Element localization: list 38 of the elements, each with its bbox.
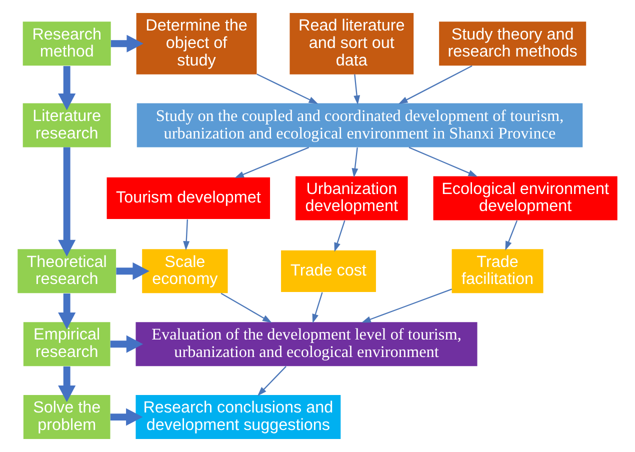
- arrow: [312, 292, 323, 324]
- arrow: [110, 335, 144, 353]
- arrow: [334, 220, 346, 252]
- node-box: Study on the coupled and coordinated development of tourism, urbanization and ecological environment in Shanxi Province: [136, 103, 583, 148]
- arrow: [398, 65, 472, 104]
- arrow: [362, 288, 452, 323]
- arrow: [116, 262, 150, 280]
- arrow: [58, 366, 76, 402]
- arrow: [58, 147, 76, 257]
- node-box: Urbanization development: [296, 176, 408, 220]
- node-box: Literature research: [22, 103, 111, 148]
- arrow: [220, 292, 272, 323]
- arrow: [352, 148, 358, 178]
- arrow: [110, 408, 143, 426]
- node-box: Ecological environment development: [433, 176, 618, 220]
- arrow: [257, 366, 286, 396]
- arrow: [110, 34, 144, 52]
- arrow: [234, 146, 310, 178]
- node-box: Trade facilitation: [452, 249, 544, 294]
- node-box: Solve the problem: [23, 395, 110, 440]
- arrow: [408, 146, 478, 177]
- arrow: [354, 74, 360, 105]
- node-box: Tourism developmet: [106, 177, 270, 220]
- arrow: [256, 74, 318, 104]
- arrow: [58, 294, 76, 330]
- node-box: Read literature and sort out data: [290, 12, 414, 74]
- node-box: Trade cost: [281, 250, 376, 292]
- node-box: Evaluation of the development level of tourism, urbanization and ecological environment: [136, 322, 478, 366]
- node-box: Research conclusions and development suggestions: [136, 395, 341, 440]
- node-box: Scale economy: [142, 249, 228, 294]
- node-box: Theoretical research: [18, 249, 116, 294]
- arrow: [183, 219, 190, 250]
- arrow: [58, 66, 76, 110]
- node-box: Determine the object of study: [136, 12, 257, 74]
- node-box: Study theory and research methods: [439, 22, 586, 66]
- arrow: [505, 220, 518, 250]
- node-box: Empirical research: [23, 322, 110, 366]
- node-box: Research method: [22, 22, 111, 66]
